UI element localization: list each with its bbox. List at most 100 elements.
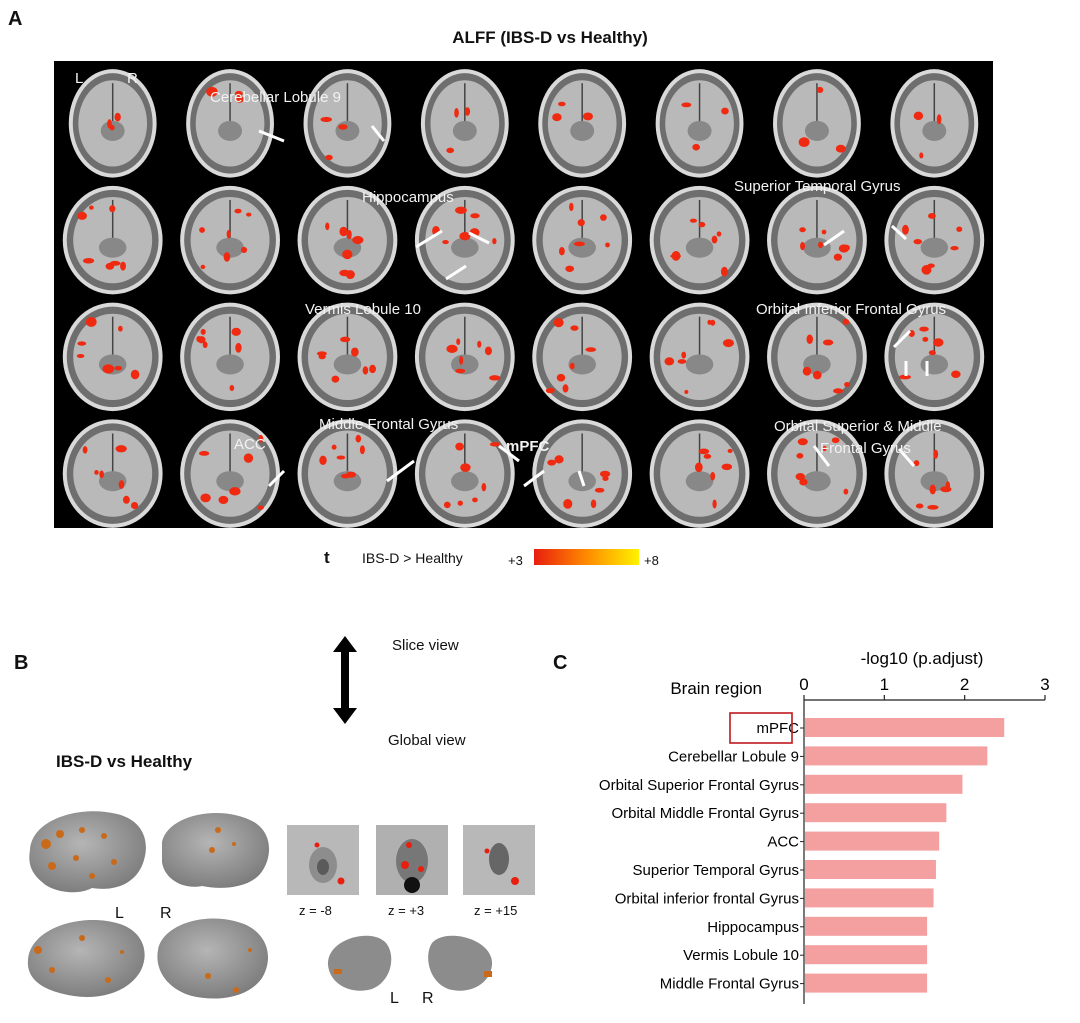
coronal-slice — [649, 419, 750, 528]
global-view-label: Global view — [388, 732, 466, 749]
coronal-slice — [297, 302, 398, 412]
coronal-slice — [767, 419, 867, 528]
x-tick-label: 2 — [960, 675, 969, 694]
category-label: Hippocampus — [707, 919, 799, 936]
coronal-slice — [884, 419, 985, 528]
coronal-slice — [649, 185, 750, 295]
x-tick-label: 3 — [1040, 675, 1049, 694]
coronal-slice — [538, 69, 627, 178]
orientation-right: R — [127, 70, 138, 87]
panel-a-letter: A — [8, 8, 23, 30]
colorbar-contrast-label: IBS-D > Healthy — [362, 550, 463, 566]
category-label: ACC — [767, 834, 799, 851]
panel-b-title: IBS-D vs Healthy — [56, 752, 193, 771]
orientation-left: L — [75, 70, 84, 87]
annot-orbital-inferior-frontal-gyrus: Orbital Inferior Frontal Gyrus — [756, 301, 947, 318]
x-tick-label: 0 — [799, 675, 808, 694]
brain-slices — [62, 69, 985, 528]
bar — [805, 831, 940, 851]
bar — [805, 718, 1005, 737]
hemisphere-left-label: L — [115, 905, 124, 922]
annotation-arrow — [812, 445, 831, 467]
coronal-slice — [180, 185, 280, 295]
left-lateral-surface — [29, 811, 146, 893]
annot-vermis-lobule-10: Vermis Lobule 10 — [305, 301, 421, 318]
coronal-slice — [297, 185, 398, 295]
annotation-arrow — [897, 448, 916, 467]
cerebellum-left-label: L — [390, 990, 399, 1007]
coronal-slice — [303, 69, 392, 178]
annotation-arrow — [468, 231, 490, 245]
axial-slices — [287, 825, 535, 895]
bar — [805, 945, 928, 965]
bar — [805, 774, 963, 794]
colorbar-max-label: +8 — [644, 553, 659, 568]
coronal-slice — [68, 69, 157, 178]
category-label: Orbital inferior frontal Gyrus — [615, 890, 799, 907]
category-label: Cerebellar Lobule 9 — [668, 748, 799, 765]
coronal-slice — [532, 302, 633, 412]
axial-slice-z-minus-8 — [287, 825, 359, 895]
axial-slice-z-plus-15 — [463, 825, 535, 895]
coronal-slice-grid — [54, 61, 993, 528]
coronal-slice — [414, 302, 515, 412]
category-label: Orbital Middle Frontal Gyrus — [611, 805, 799, 822]
z-label-3: z = +15 — [474, 903, 518, 918]
annotation-arrow — [445, 264, 467, 281]
z-label-1: z = -8 — [299, 903, 332, 918]
right-lateral-surface — [162, 812, 270, 888]
colorbar-t-label: t — [324, 548, 330, 567]
annot-orbital-sup-mid-line1: Orbital Superior & Middle — [774, 418, 942, 435]
z-label-2: z = +3 — [388, 903, 425, 918]
panel-a-title: ALFF (IBS-D vs Healthy) — [452, 28, 648, 47]
colorbar-gradient — [534, 549, 639, 565]
hemisphere-right-label: R — [160, 905, 172, 922]
annotation-arrow — [523, 469, 545, 488]
right-medial-surface — [157, 918, 268, 999]
coronal-slice — [420, 69, 509, 178]
cortical-surfaces — [27, 811, 270, 999]
category-label: mPFC — [757, 720, 800, 737]
bar — [805, 888, 934, 908]
coronal-slice — [890, 69, 979, 178]
coronal-slice — [767, 185, 867, 295]
coronal-slice — [186, 69, 274, 178]
annot-acc: ACC — [234, 436, 266, 453]
highlight-box — [729, 712, 793, 744]
coronal-slice — [62, 302, 163, 412]
coronal-slice — [180, 302, 280, 412]
annot-hippocampus: Hippocampus — [362, 189, 454, 206]
coronal-slice — [655, 69, 744, 178]
bar — [805, 973, 928, 993]
coronal-slice — [884, 185, 985, 295]
cerebellum-right-label: R — [422, 990, 434, 1007]
annotation-arrow — [890, 224, 908, 241]
cerebellum-surfaces — [327, 935, 493, 991]
left-medial-surface — [27, 920, 145, 997]
bar — [805, 803, 947, 823]
category-label: Orbital Superior Frontal Gyrus — [599, 777, 799, 794]
bar — [805, 746, 988, 766]
annot-orbital-sup-mid-line2: Frontal Gyrus — [820, 440, 911, 457]
coronal-slice — [884, 302, 985, 412]
annotation-arrow — [258, 129, 285, 143]
coronal-slice — [62, 419, 163, 528]
axial-slice-z-plus-3 — [376, 825, 448, 895]
annot-cerebellar-lobule-9: Cerebellar Lobule 9 — [210, 89, 341, 106]
category-label: Superior Temporal Gyrus — [633, 862, 799, 879]
y-axis-label: Brain region — [670, 679, 762, 698]
annot-superior-temporal-gyrus: Superior Temporal Gyrus — [734, 178, 901, 195]
category-label: Vermis Lobule 10 — [683, 947, 799, 964]
coronal-slice — [532, 419, 633, 528]
panel-b-letter: B — [14, 652, 29, 674]
coronal-slice — [414, 419, 515, 528]
coronal-slice — [773, 69, 861, 178]
coronal-slice — [767, 302, 867, 412]
bar — [805, 860, 936, 879]
coronal-slice — [532, 185, 633, 295]
colorbar-min-label: +3 — [508, 553, 523, 568]
annotation-arrow — [415, 229, 443, 249]
coronal-slice — [180, 419, 280, 528]
bar — [805, 916, 928, 936]
